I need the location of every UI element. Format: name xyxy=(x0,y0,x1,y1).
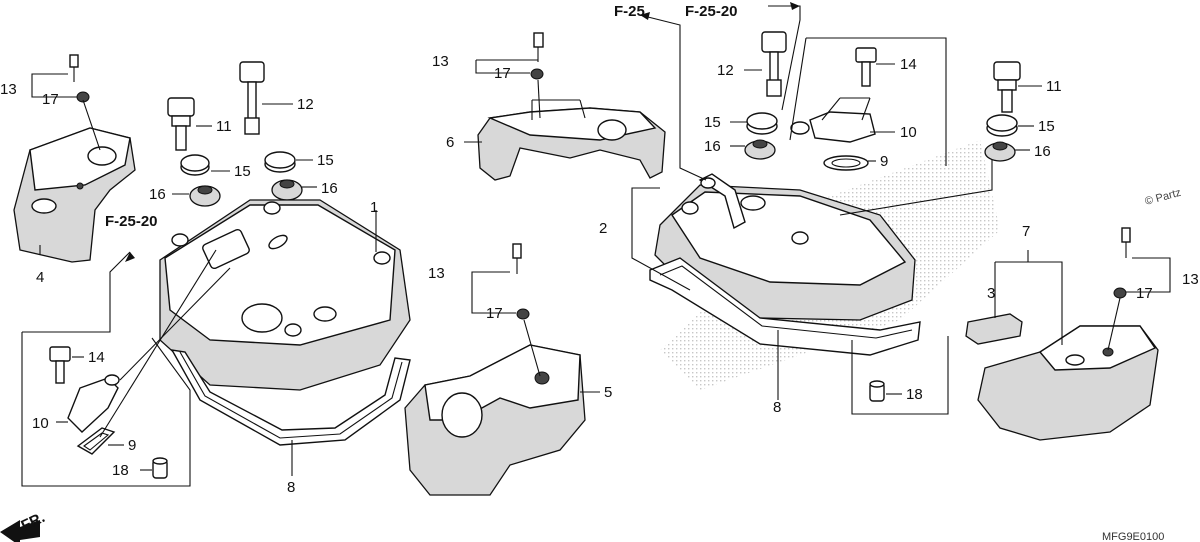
part-14-bolt-left[interactable] xyxy=(49,346,71,384)
part-18-dowel-right[interactable] xyxy=(869,380,885,402)
label-17b: 17 xyxy=(494,65,511,82)
label-13d: 13 xyxy=(1182,271,1199,288)
diagram-code: MFG9E0100 xyxy=(1102,531,1164,542)
front-arrow xyxy=(0,520,40,542)
label-4: 4 xyxy=(36,269,44,286)
part-7-side-cover[interactable] xyxy=(977,325,1159,441)
washer-17-right[interactable] xyxy=(1113,287,1127,299)
label-13c: 13 xyxy=(428,265,445,282)
label-16c: 16 xyxy=(704,138,721,155)
label-5: 5 xyxy=(604,384,612,401)
label-7: 7 xyxy=(1022,223,1030,240)
label-3: 3 xyxy=(987,285,995,302)
part-5-front-cover[interactable] xyxy=(404,344,586,496)
label-14a: 14 xyxy=(88,349,105,366)
label-16d: 16 xyxy=(1034,143,1051,160)
part-16-grommet-right-2[interactable] xyxy=(984,141,1016,162)
part-9-gasket-right[interactable] xyxy=(823,155,869,171)
washer-17-center[interactable] xyxy=(516,308,530,320)
part-16-grommet-left-2[interactable] xyxy=(271,179,303,201)
label-18b: 18 xyxy=(906,386,923,403)
bolt-13-left[interactable] xyxy=(69,54,79,82)
watermark-text: © Partz xyxy=(1144,187,1183,208)
label-8a: 8 xyxy=(287,479,295,496)
part-15-washer-right-2[interactable] xyxy=(986,114,1018,137)
part-16-grommet-right-1[interactable] xyxy=(744,139,776,160)
part-12-bolt-left[interactable] xyxy=(239,61,265,135)
ref-f2520-left[interactable]: F-25-20 xyxy=(105,213,158,230)
leader-lines xyxy=(21,2,1171,487)
label-1: 1 xyxy=(370,199,378,216)
label-12b: 12 xyxy=(717,62,734,79)
label-15b: 15 xyxy=(317,152,334,169)
callout-labels: F-25 F-25-20 F-25-20 13 17 4 11 12 15 15… xyxy=(0,3,1199,542)
part-14-bolt-right[interactable] xyxy=(855,47,877,87)
part-10-breather-left[interactable] xyxy=(67,374,120,433)
label-18a: 18 xyxy=(112,462,129,479)
part-1-head-cover-left[interactable] xyxy=(159,199,411,391)
part-6-upper-cover[interactable] xyxy=(477,107,666,181)
bolt-13-right[interactable] xyxy=(1121,227,1131,258)
label-17a: 17 xyxy=(42,91,59,108)
part-3-seal[interactable] xyxy=(965,313,1023,345)
washer-17-upper[interactable] xyxy=(530,68,544,80)
label-13a: 13 xyxy=(0,81,17,98)
part-8-gasket-left[interactable] xyxy=(170,349,411,446)
label-8b: 8 xyxy=(773,399,781,416)
part-10-breather-right[interactable] xyxy=(790,111,876,143)
label-14b: 14 xyxy=(900,56,917,73)
part-12-bolt-right[interactable] xyxy=(761,31,787,97)
label-17d: 17 xyxy=(1136,285,1153,302)
label-11b: 11 xyxy=(1046,78,1062,95)
label-11a: 11 xyxy=(216,118,232,135)
part-11-bolt-right[interactable] xyxy=(993,61,1021,113)
part-4-side-cover[interactable] xyxy=(13,127,136,263)
bolt-13-center[interactable] xyxy=(512,243,522,274)
label-16b: 16 xyxy=(321,180,338,197)
part-9-gasket-left[interactable] xyxy=(76,427,116,455)
part-15-washer-left-1[interactable] xyxy=(180,154,210,176)
part-2-head-cover-right[interactable] xyxy=(654,173,916,321)
part-11-bolt-left[interactable] xyxy=(167,97,195,151)
part-15-washer-right-1[interactable] xyxy=(746,112,778,135)
ref-f2520-top[interactable]: F-25-20 xyxy=(685,3,738,20)
part-15-washer-left-2[interactable] xyxy=(264,151,296,173)
label-9a: 9 xyxy=(128,437,136,454)
label-2: 2 xyxy=(599,220,607,237)
label-15a: 15 xyxy=(234,163,251,180)
label-15d: 15 xyxy=(1038,118,1055,135)
label-12a: 12 xyxy=(297,96,314,113)
part-16-grommet-left-1[interactable] xyxy=(189,185,221,207)
label-9b: 9 xyxy=(880,153,888,170)
label-13b: 13 xyxy=(432,53,449,70)
label-10a: 10 xyxy=(32,415,49,432)
front-marker: FR. xyxy=(19,509,48,535)
part-18-dowel-left[interactable] xyxy=(152,457,168,479)
label-10b: 10 xyxy=(900,124,917,141)
bolt-13-upper[interactable] xyxy=(533,32,544,62)
label-16a: 16 xyxy=(149,186,166,203)
label-6: 6 xyxy=(446,134,454,151)
part-8-gasket-right[interactable] xyxy=(649,257,921,356)
ref-f25[interactable]: F-25 xyxy=(614,3,645,20)
label-17c: 17 xyxy=(486,305,503,322)
label-15c: 15 xyxy=(704,114,721,131)
